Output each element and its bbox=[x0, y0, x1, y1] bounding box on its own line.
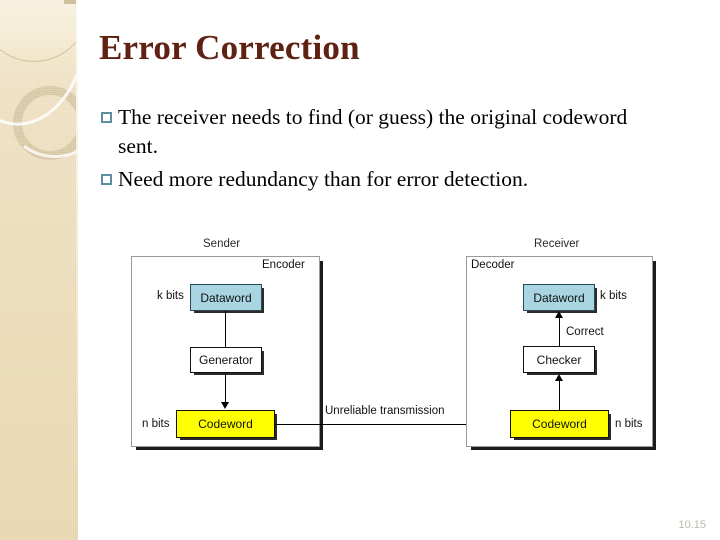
receiver-codeword-label: Codeword bbox=[532, 417, 587, 431]
bullet-list: The receiver needs to find (or guess) th… bbox=[101, 103, 661, 197]
receiver-codeword-to-checker-arrowhead bbox=[555, 374, 563, 381]
receiver-checker-to-dataword-arrowhead bbox=[555, 311, 563, 318]
sender-dataword-label: Dataword bbox=[200, 290, 252, 305]
hollow-square-icon bbox=[101, 173, 112, 185]
sidebar-texture bbox=[0, 0, 78, 540]
unreliable-transmission-label: Unreliable transmission bbox=[325, 405, 445, 417]
list-item-text: The receiver needs to find (or guess) th… bbox=[118, 105, 628, 158]
receiver-checker-label: Checker bbox=[536, 352, 582, 367]
sender-k-bits-label: k bits bbox=[157, 290, 184, 302]
receiver-checker-box: Checker bbox=[523, 346, 595, 373]
page-title: Error Correction bbox=[99, 28, 360, 67]
receiver-codeword-to-checker-line bbox=[559, 381, 560, 410]
sender-generator-box: Generator bbox=[190, 347, 262, 373]
sender-codeword-label: Codeword bbox=[198, 417, 253, 431]
receiver-n-bits-label: n bits bbox=[615, 418, 643, 430]
hollow-square-icon bbox=[101, 112, 112, 123]
sender-caption: Sender bbox=[203, 238, 241, 250]
list-item: Need more redundancy than for error dete… bbox=[101, 165, 661, 194]
receiver-caption: Receiver bbox=[534, 238, 580, 250]
encoder-label: Encoder bbox=[262, 259, 305, 271]
receiver-codeword-box: Codeword bbox=[510, 410, 609, 438]
unreliable-transmission-line bbox=[275, 424, 510, 425]
decoder-label: Decoder bbox=[471, 259, 515, 271]
sender-generator-to-codeword-line bbox=[225, 373, 226, 404]
sidebar-top-notch bbox=[64, 0, 78, 4]
page-number: 10.15 bbox=[678, 519, 706, 531]
receiver-dataword-label: Dataword bbox=[533, 290, 585, 305]
sidebar-thin-arc-decoration bbox=[0, 0, 78, 62]
receiver-checker-to-dataword-line bbox=[559, 318, 560, 346]
receiver-k-bits-label: k bits bbox=[600, 290, 627, 302]
receiver-dataword-box: Dataword bbox=[523, 284, 595, 311]
decorative-sidebar bbox=[0, 0, 78, 540]
correct-label: Correct bbox=[566, 326, 604, 338]
sender-generator-to-codeword-arrowhead bbox=[221, 402, 229, 409]
sender-dataword-box: Dataword bbox=[190, 284, 262, 311]
sender-n-bits-label: n bits bbox=[142, 418, 170, 430]
list-item-text: Need more redundancy than for error dete… bbox=[118, 166, 529, 191]
sender-codeword-box: Codeword bbox=[176, 410, 275, 438]
sender-generator-label: Generator bbox=[198, 353, 254, 367]
list-item: The receiver needs to find (or guess) th… bbox=[101, 103, 661, 161]
sender-dataword-to-generator-line bbox=[225, 311, 226, 347]
sidebar-ring-decoration bbox=[13, 86, 78, 160]
sidebar-edge-highlight bbox=[76, 0, 78, 540]
